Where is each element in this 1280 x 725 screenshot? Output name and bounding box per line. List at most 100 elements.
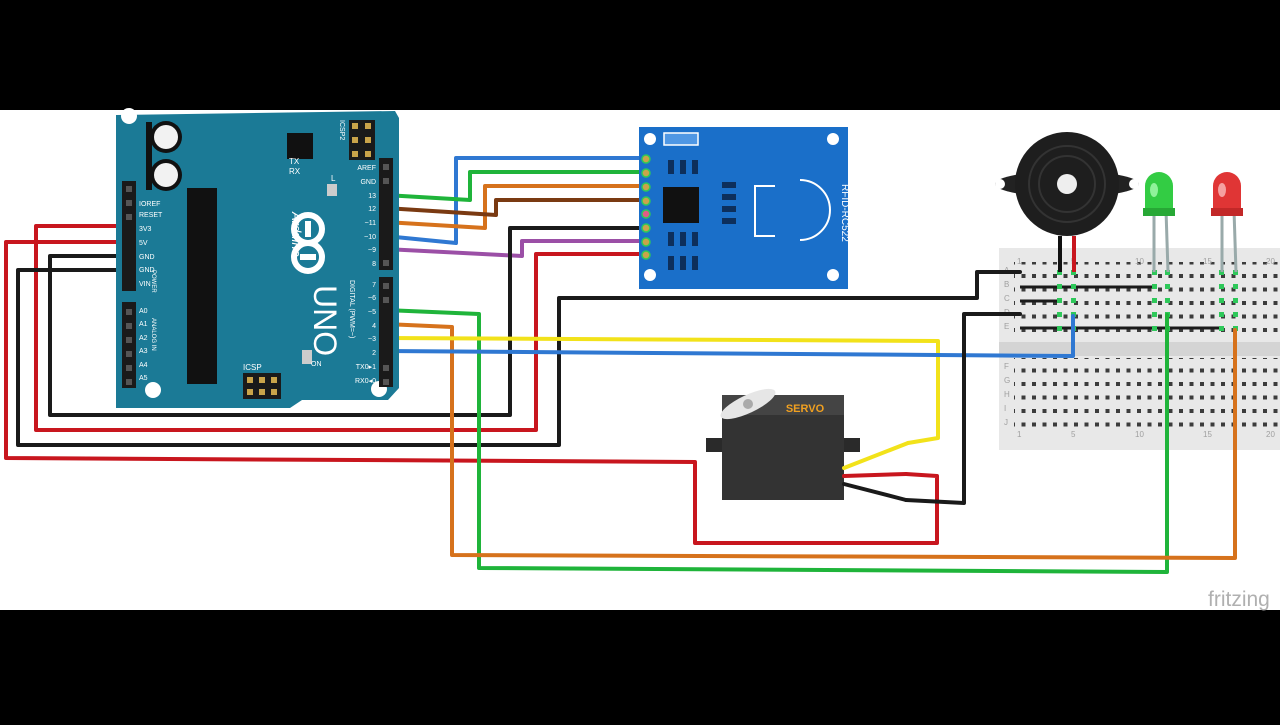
pin-label-a1: A1: [139, 321, 148, 328]
col-label-15: 15: [1203, 257, 1212, 266]
pin-label-ioref: IOREF: [139, 201, 160, 208]
pin-label-aref: AREF: [357, 165, 376, 172]
col-label-10-bottom: 10: [1135, 430, 1144, 439]
col-label-20: 20: [1266, 257, 1275, 266]
icsp2-label: ICSP2: [338, 120, 345, 140]
antenna-arc: [799, 179, 831, 241]
pin-label-vin: VIN: [139, 281, 151, 288]
col-label-15-bottom: 15: [1203, 430, 1212, 439]
rx-led-label: RX: [289, 167, 301, 176]
pin-label-4: 4: [372, 323, 376, 330]
wire-buzzer-blue-d2: [383, 314, 1075, 358]
wires: [4, 156, 1237, 574]
mount-hole-icon: [145, 382, 161, 398]
red-led-icon: [1213, 172, 1241, 214]
analog-header: [122, 302, 136, 388]
pin-label-a3: A3: [139, 348, 148, 355]
wire-red-led-d4: [383, 322, 1237, 560]
pin-label-3v3: 3V3: [139, 226, 152, 233]
row-label-h: H: [1004, 390, 1010, 399]
breadboard-holes-top: [1014, 262, 1280, 336]
col-label-10: 10: [1135, 257, 1144, 266]
wire-rfid-black-gnd: [48, 226, 650, 417]
pin-label-6: ~6: [368, 295, 376, 302]
row-label-j: J: [1004, 418, 1008, 427]
pin-label-8: 8: [372, 261, 376, 268]
pin-label-12: 12: [368, 206, 376, 213]
pin-label-reset: RESET: [139, 212, 163, 219]
red-led: [1211, 172, 1243, 273]
wire-servo-red-5v: [4, 240, 939, 545]
pin-label-3: ~3: [368, 336, 376, 343]
digital-header-lower: [379, 277, 393, 387]
pin-label-5v: 5V: [139, 240, 148, 247]
pin-label-13: 13: [368, 193, 376, 200]
icsp-label: ICSP: [243, 363, 262, 372]
row-label-c: C: [1004, 294, 1010, 303]
breadboard-column-labels-bottom: 1 5 10 15 20: [1017, 430, 1275, 439]
breadboard-holes-bottom: [1014, 358, 1280, 432]
wire-servo-black-gnd: [904, 312, 1022, 505]
servo-motor: SERVO: [706, 388, 910, 502]
wire-green-led-d5: [383, 308, 1169, 574]
mount-hole-icon: [121, 108, 137, 124]
arduino-uno-board: TX RX L ON ICSP ICSP2 Arduino UNO DIGITA…: [116, 108, 399, 408]
pin-label-7: 7: [372, 282, 376, 289]
pin-label-11: ~11: [365, 220, 376, 227]
atmega-chip: [187, 188, 217, 384]
digital-section-label: DIGITAL (PWM=~): [348, 280, 355, 338]
pin-label-2: 2: [372, 350, 376, 357]
fritzing-watermark: fritzing: [1208, 588, 1270, 611]
uno-model-text: UNO: [307, 285, 343, 356]
wire-rfid-green-d13: [383, 170, 650, 202]
mount-hole-icon: [827, 269, 839, 281]
wire-rfid-purple-d9: [383, 239, 650, 258]
on-led-label: ON: [311, 361, 322, 368]
wire-rfid-orange-d11: [383, 184, 650, 230]
row-label-i: I: [1004, 404, 1006, 413]
row-label-g: G: [1004, 376, 1010, 385]
rfid-label: RFID-RC522: [839, 184, 850, 242]
arduino-brand-text: Arduino: [289, 211, 304, 257]
l-led: [327, 184, 337, 196]
wire-servo-yellow-d3: [383, 336, 940, 445]
col-label-1: 1: [1017, 257, 1022, 266]
servo-label: SERVO: [786, 403, 825, 415]
wire-rfid-brown-d12: [383, 198, 650, 217]
green-led: [1143, 172, 1175, 273]
breadboard: A B C D E F G H I J 1 5 10 15 20 1 5 10 …: [999, 248, 1280, 450]
usb-chip: [287, 133, 313, 159]
crystal: [663, 132, 699, 146]
pin-label-gnd-digital: GND: [360, 179, 376, 186]
icsp-header: [243, 373, 281, 399]
pin-label-10: ~10: [364, 234, 376, 241]
row-label-e: E: [1004, 322, 1009, 331]
on-led: [302, 350, 312, 364]
pin-label-a2: A2: [139, 335, 148, 342]
rfid-rc522-module: RFID-RC522: [639, 127, 850, 289]
pin-label-0: RX0◂0: [355, 378, 376, 385]
pin-label-a4: A4: [139, 362, 148, 369]
buzzer: [995, 132, 1139, 272]
mount-hole-icon: [644, 133, 656, 145]
arduino-logo-icon: [291, 212, 325, 274]
col-label-20-bottom: 20: [1266, 430, 1275, 439]
digital-header-upper: [379, 158, 393, 270]
col-label-5-bottom: 5: [1071, 430, 1076, 439]
pin-label-5: ~5: [368, 309, 376, 316]
l-led-label: L: [331, 174, 336, 183]
mount-hole-icon: [827, 133, 839, 145]
mount-hole-icon: [644, 269, 656, 281]
pin-label-gnd2: GND: [139, 267, 155, 274]
rc522-chip: [663, 187, 699, 223]
green-led-icon: [1145, 172, 1173, 214]
pin-label-a5: A5: [139, 375, 148, 382]
pin-label-1: TX0▸1: [356, 364, 376, 371]
analog-section-label: ANALOG IN: [150, 318, 156, 351]
tx-led-label: TX: [289, 157, 300, 166]
antenna-trace: [754, 185, 775, 237]
wire-rfid-red-3v3: [34, 224, 650, 432]
power-header: [122, 181, 136, 291]
